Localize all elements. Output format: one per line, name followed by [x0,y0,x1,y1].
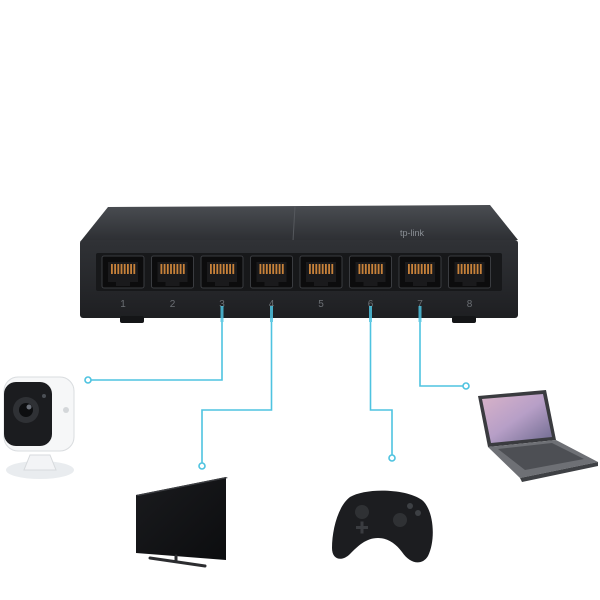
laptop-icon [478,390,598,482]
port-link-glow [418,306,422,322]
port-link-glow [270,306,273,322]
port-link-glow [369,306,372,322]
ethernet-port [101,255,145,289]
ethernet-port [250,255,293,289]
ethernet-port [151,255,194,289]
connection-line-game-controller [369,322,393,458]
port-number-label: 1 [120,299,126,310]
port-link-glow [220,306,224,322]
tv-icon [136,477,228,568]
connection-endpoint-laptop [462,382,470,390]
ethernet-port [349,255,392,289]
port-number-label: 8 [467,299,473,310]
switch-foot-left [120,316,144,323]
gamepad-icon [332,490,433,563]
connection-lines [84,306,470,470]
port-number-labels: 1 2 3 4 5 6 7 8 [120,299,473,310]
brand-logo-text: tp-link [400,228,425,238]
port-number-label: 5 [318,299,324,310]
switch-top-panel [80,205,518,242]
connection-line-security-camera [88,322,223,381]
port-number-label: 4 [269,299,275,310]
ethernet-port [448,255,491,289]
network-switch: tp-link 1 2 3 4 5 6 7 8 [80,205,518,323]
connection-endpoint-security-camera [84,376,92,384]
ethernet-port [200,255,244,289]
connection-line-television [201,322,273,466]
connection-endpoint-television [198,462,206,470]
ethernet-port [299,255,343,289]
connection-endpoint-game-controller [388,454,396,462]
port-number-label: 6 [368,299,374,310]
port-number-label: 7 [417,299,423,310]
ethernet-port [398,255,442,289]
ethernet-ports [101,255,491,289]
port-number-label: 3 [219,299,225,310]
switch-foot-right [452,316,476,323]
connection-line-laptop [419,322,466,387]
port-number-label: 2 [170,299,176,310]
camera-icon [3,376,75,479]
